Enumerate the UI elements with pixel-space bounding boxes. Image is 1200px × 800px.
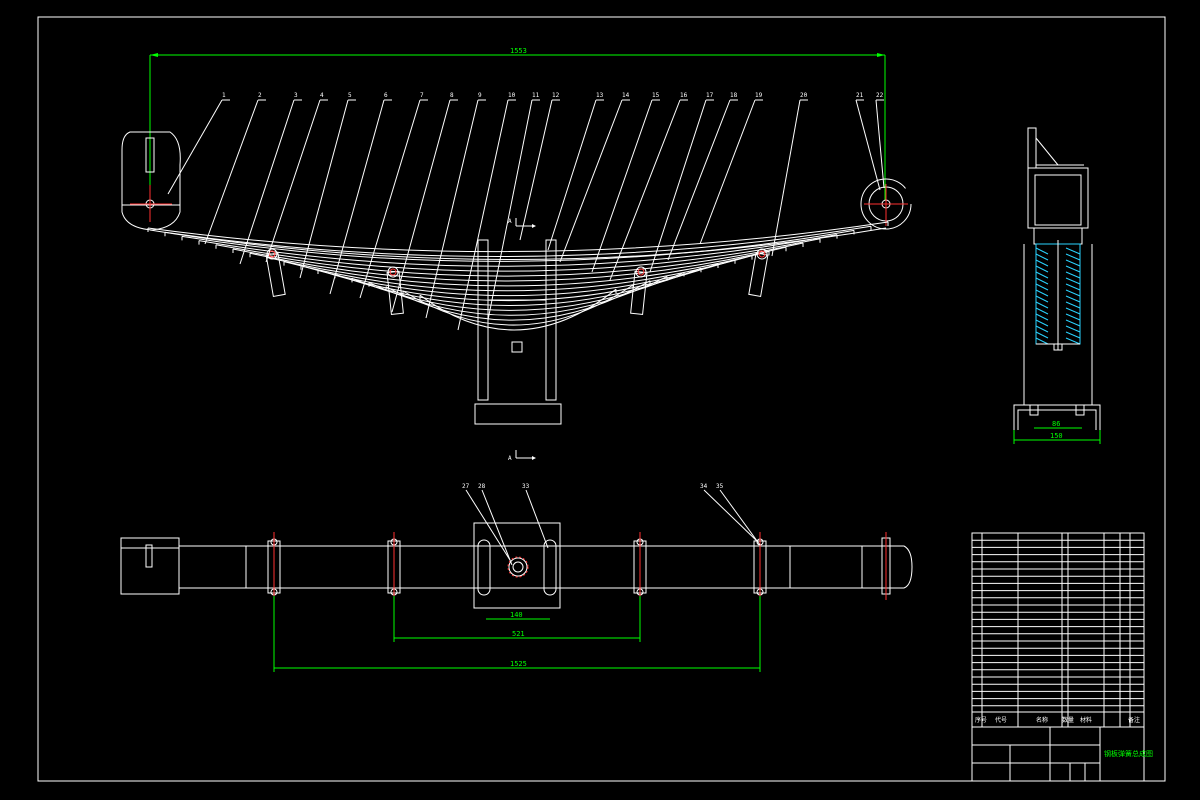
plan-view: 140 521 1525 27 28 33 34 35: [120, 483, 913, 672]
overall-span-dimension: 1553: [149, 47, 886, 200]
leaf-clip: [630, 266, 648, 315]
bom-col-name: 名称: [1036, 716, 1048, 724]
part-number-label: 1: [222, 92, 226, 99]
section-marker-bottom: A: [508, 450, 536, 462]
part-number-label: 6: [384, 92, 388, 99]
part-number-label: 11: [532, 92, 540, 99]
bom-col-code: 代号: [995, 716, 1007, 724]
center-clamp-plate: [473, 522, 561, 609]
part-number-label: 10: [508, 92, 516, 99]
center-bolt: [508, 557, 528, 577]
part-number-label: 21: [856, 92, 864, 99]
leaf-clip: [748, 248, 769, 297]
leaf-clip: [265, 248, 286, 297]
plan-clips: [267, 532, 767, 602]
part-number-label: 16: [680, 92, 688, 99]
side-outer-dimension: 150: [1050, 432, 1063, 440]
part-number-label: 18: [730, 92, 738, 99]
spring-leaf: [198, 234, 838, 267]
part-number-label: 3: [294, 92, 298, 99]
title-block: 序号 代号 名称 数量 材料 备注 钢板弹簧总成图: [971, 532, 1153, 782]
part-number-label: 33: [522, 483, 530, 490]
part-number-label: 22: [876, 92, 884, 99]
spring-clips: [265, 248, 769, 315]
part-number-label: 5: [348, 92, 352, 99]
svg-text:1525: 1525: [510, 660, 527, 668]
spring-leaf: [317, 263, 719, 302]
u-bolt-assembly: [474, 239, 562, 425]
drawing-title: 钢板弹簧总成图: [1104, 749, 1153, 758]
part-number-label: 9: [478, 92, 482, 99]
sheet-border: [37, 16, 1166, 782]
bom-col-seq: 序号: [975, 716, 987, 724]
part-number-label: 15: [652, 92, 660, 99]
spring-leaf: [283, 255, 753, 292]
part-number-label: 20: [800, 92, 808, 99]
part-number-label: 8: [450, 92, 454, 99]
spring-leaves: [147, 221, 889, 331]
spring-leaf: [368, 276, 668, 316]
spring-leaf: [419, 288, 617, 331]
axle-seat: [474, 403, 562, 425]
spring-leaf: [232, 242, 804, 277]
bom-col-remark: 备注: [1128, 716, 1140, 724]
part-number-label: 17: [706, 92, 714, 99]
part-number-label: 4: [320, 92, 324, 99]
part-number-label: 27: [462, 483, 470, 490]
leaf-clip: [386, 266, 404, 315]
spring-leaf: [181, 229, 855, 262]
plan-part-leaders: 27 28 33 34 35: [462, 483, 761, 566]
side-inner-dimension: 86: [1052, 420, 1060, 428]
svg-text:A: A: [508, 218, 512, 225]
svg-text:A: A: [508, 455, 512, 462]
spring-leaf: [215, 238, 821, 272]
svg-text:521: 521: [512, 630, 525, 638]
spring-leaf: [385, 280, 651, 321]
spring-leaf: [164, 225, 872, 257]
part-number-label: 12: [552, 92, 560, 99]
part-number-label: 28: [478, 483, 486, 490]
front-view: 1553 A: [121, 47, 912, 462]
part-number-label: 2: [258, 92, 262, 99]
bom-col-material: 材料: [1080, 716, 1092, 724]
part-number-label: 7: [420, 92, 424, 99]
svg-text:140: 140: [510, 611, 523, 619]
part-number-label: 19: [755, 92, 763, 99]
section-marker-top: A: [508, 218, 536, 228]
side-view: 86 150: [1013, 127, 1101, 444]
overall-span-label: 1553: [510, 47, 527, 55]
left-eye-bracket: [121, 131, 181, 231]
plan-dimensions: 140 521 1525: [273, 596, 761, 672]
part-number-label: 35: [716, 483, 724, 490]
part-number-label: 34: [700, 483, 708, 490]
right-eye: [860, 178, 912, 230]
spring-leaf: [249, 246, 787, 282]
part-number-label: 13: [596, 92, 604, 99]
spring-leaf: [147, 221, 889, 253]
spring-leaf: [402, 284, 634, 326]
part-number-label: 14: [622, 92, 630, 99]
bom-col-qty: 数量: [1062, 716, 1074, 724]
